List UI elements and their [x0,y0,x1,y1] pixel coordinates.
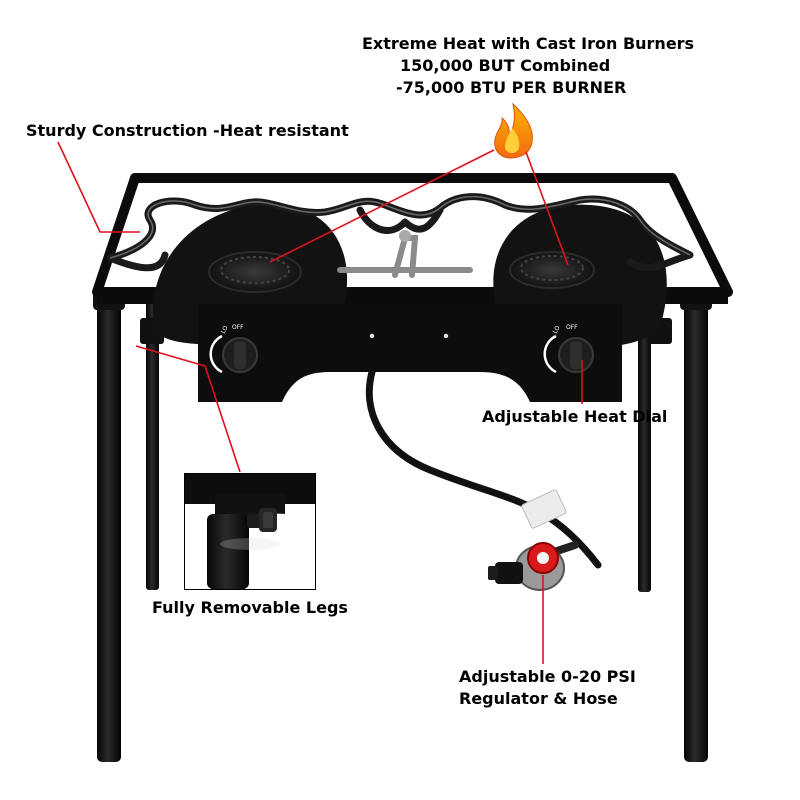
right-burner [509,251,595,289]
heat-callout-line2: 150,000 BUT Combined [400,56,611,75]
flame-icon [494,102,533,159]
left-burner [208,251,302,293]
sturdy-construction-callout: Sturdy Construction -Heat resistant [26,121,349,140]
pressure-regulator[interactable] [488,489,579,591]
legs-callout-line [135,345,241,473]
left-knob-off-label: OFF [232,324,244,331]
heat-callout-line-left [269,149,495,263]
left-knob-lo-label: LO [220,324,230,335]
sturdy-callout-line [57,141,140,233]
back-right-leg [638,300,651,592]
control-panel [198,304,622,402]
right-heat-knob[interactable]: LO OFF [543,324,594,374]
front-right-leg [684,300,708,762]
regulator-callout-line2: Regulator & Hose [459,689,618,708]
heat-callout: Extreme Heat with Cast Iron Burners 150,… [362,33,694,99]
left-heat-knob[interactable]: LO OFF [209,324,258,374]
gas-hose [365,368,602,569]
removable-legs-callout: Fully Removable Legs [152,598,348,617]
right-knob-off-label: OFF [566,324,578,331]
heat-callout-line-right [525,151,569,266]
regulator-callout: Adjustable 0-20 PSI Regulator & Hose [459,666,636,710]
front-left-leg [97,300,121,762]
back-left-leg [146,300,159,590]
callout-lines [57,141,583,664]
right-knob-lo-label: LO [552,324,562,335]
regulator-callout-line1: Adjustable 0-20 PSI [459,667,636,686]
heat-callout-line1: Extreme Heat with Cast Iron Burners [362,34,695,53]
heat-callout-line3: -75,000 BTU PER BURNER [396,78,627,97]
adjustable-heat-dial-callout: Adjustable Heat Dial [482,407,668,426]
removable-leg-detail-inset [184,473,316,590]
gas-manifold [337,235,473,278]
leg-detail-illustration [185,474,315,589]
